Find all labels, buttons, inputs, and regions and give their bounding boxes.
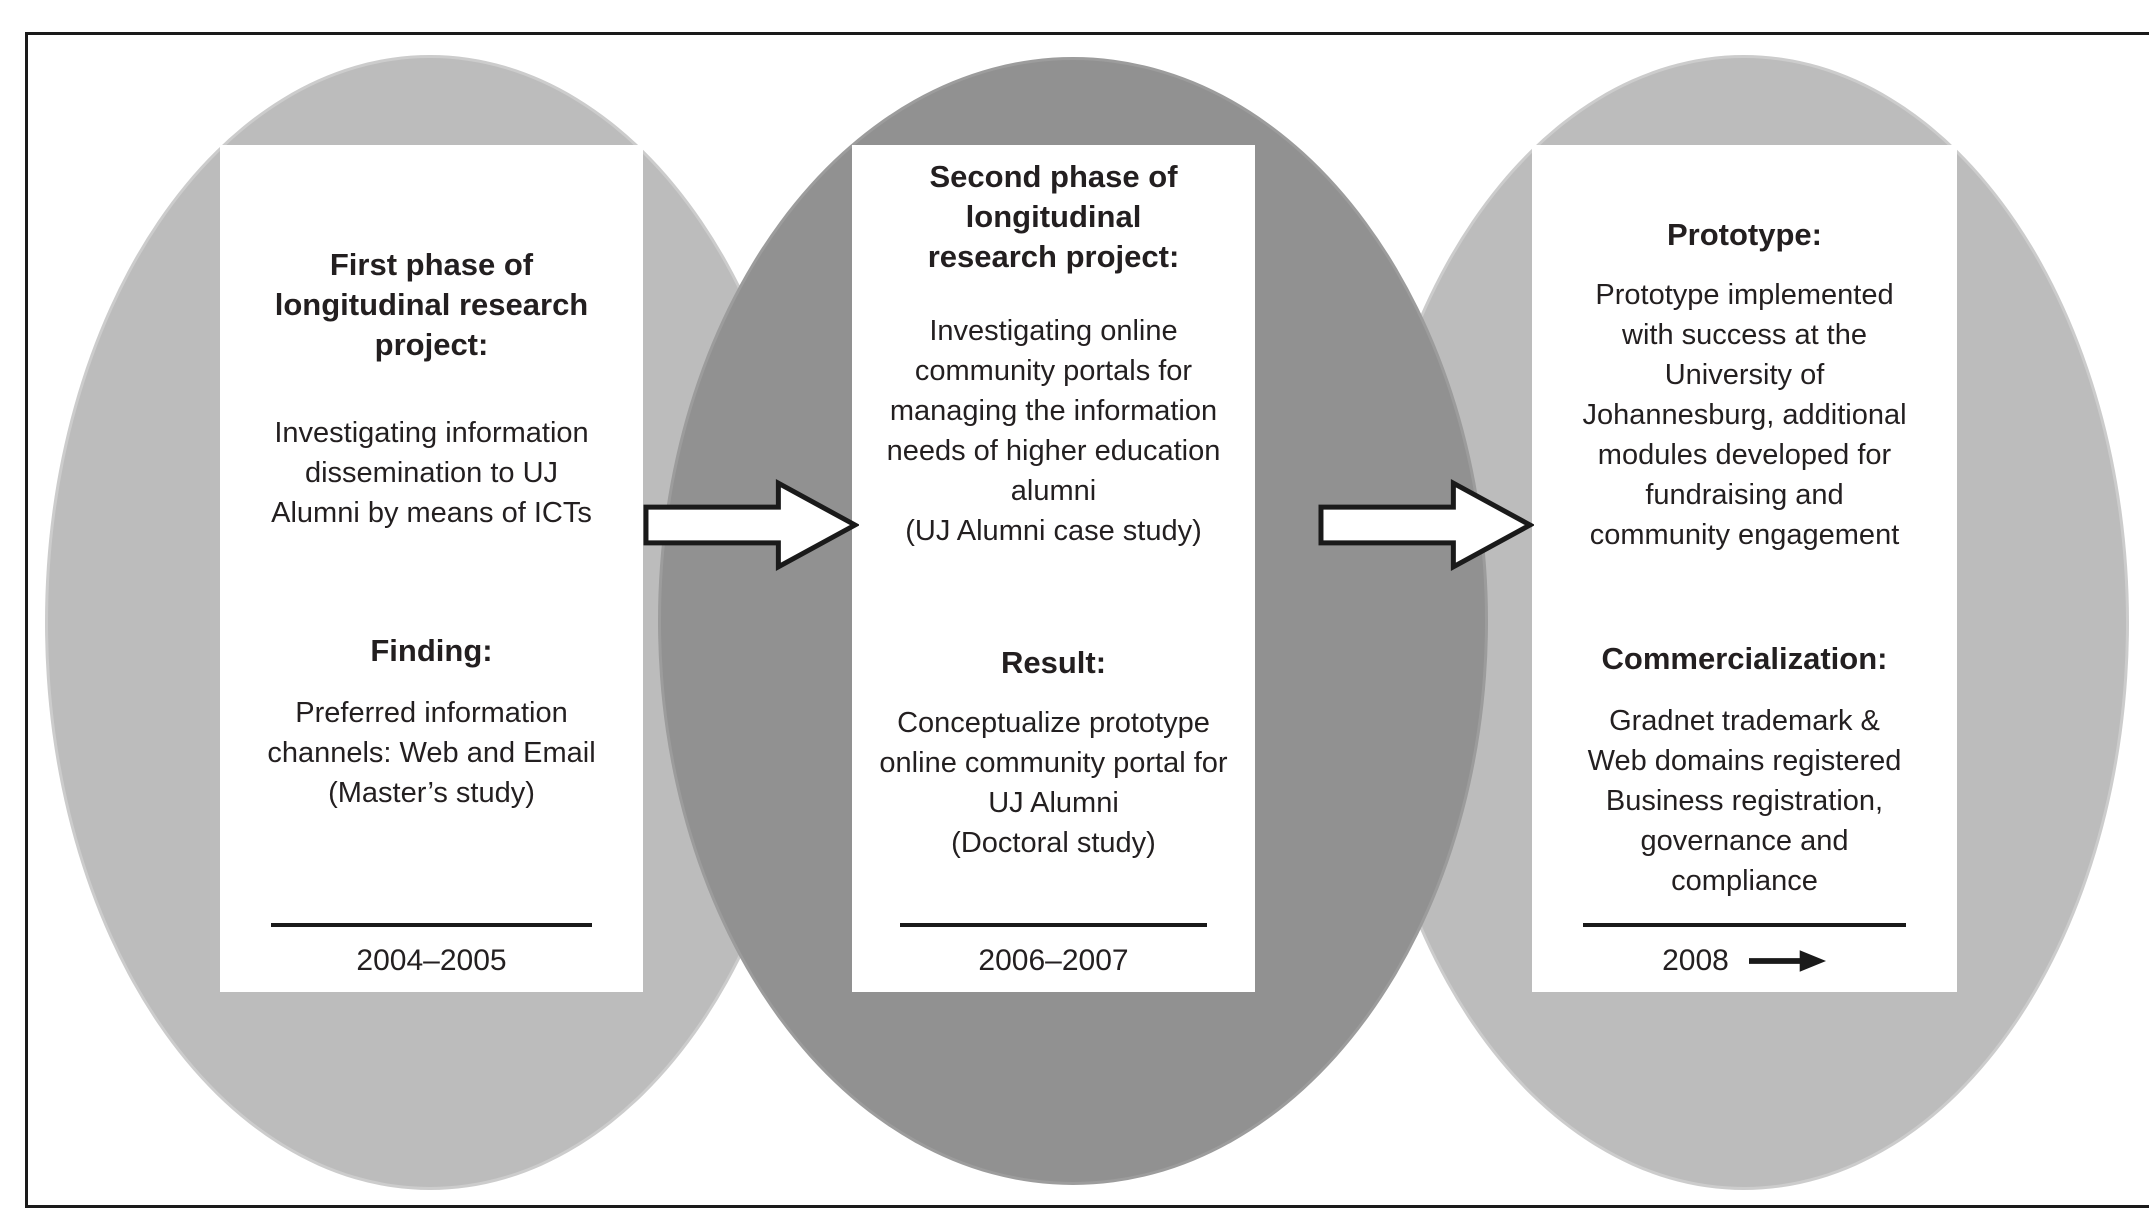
- phase1-period-label: 2004–2005: [356, 944, 507, 977]
- phase3-subheading: Commercialization:: [1601, 641, 1888, 676]
- phase2-period-label: 2006–2007: [978, 944, 1129, 977]
- phase3-heading: Prototype:: [1667, 217, 1822, 252]
- phase3-period: 2008: [1532, 941, 1957, 981]
- phase1-divider-line: [270, 923, 593, 927]
- phase2-subheading: Result:: [1000, 645, 1107, 680]
- phase2-heading: Second phase of longitudinal research pr…: [927, 159, 1180, 274]
- phase2-period: 2006–2007: [852, 941, 1255, 981]
- figure-border: [25, 32, 2149, 1208]
- phase2-description: Investigating online community portals f…: [886, 315, 1221, 547]
- phase1-outcome: Preferred information channels: Web and …: [267, 697, 596, 809]
- phase3-card: Prototype: Prototype implemented with su…: [1532, 145, 1957, 992]
- flow-arrow-right-icon: [1318, 479, 1534, 571]
- phase3-description: Prototype implemented with success at th…: [1582, 279, 1907, 551]
- phase1-heading: First phase of longitudinal research pro…: [274, 247, 589, 362]
- phase1-subheading: Finding:: [370, 633, 493, 668]
- phase2-outcome: Conceptualize prototype online community…: [879, 707, 1228, 859]
- phase2-divider-line: [900, 923, 1207, 927]
- phase1-card: First phase of longitudinal research pro…: [220, 145, 643, 992]
- phase3-period-label: 2008: [1662, 944, 1729, 977]
- flow-arrow-right-icon: [643, 479, 859, 571]
- phase1-description: Investigating information dissemination …: [271, 417, 592, 529]
- phase1-period: 2004–2005: [220, 941, 643, 981]
- phase3-divider-line: [1583, 923, 1906, 927]
- phase3-outcome: Gradnet trademark & Web domains register…: [1587, 705, 1902, 897]
- timeline-continue-arrow-icon: [1748, 947, 1827, 975]
- phase2-card: Second phase of longitudinal research pr…: [852, 145, 1255, 992]
